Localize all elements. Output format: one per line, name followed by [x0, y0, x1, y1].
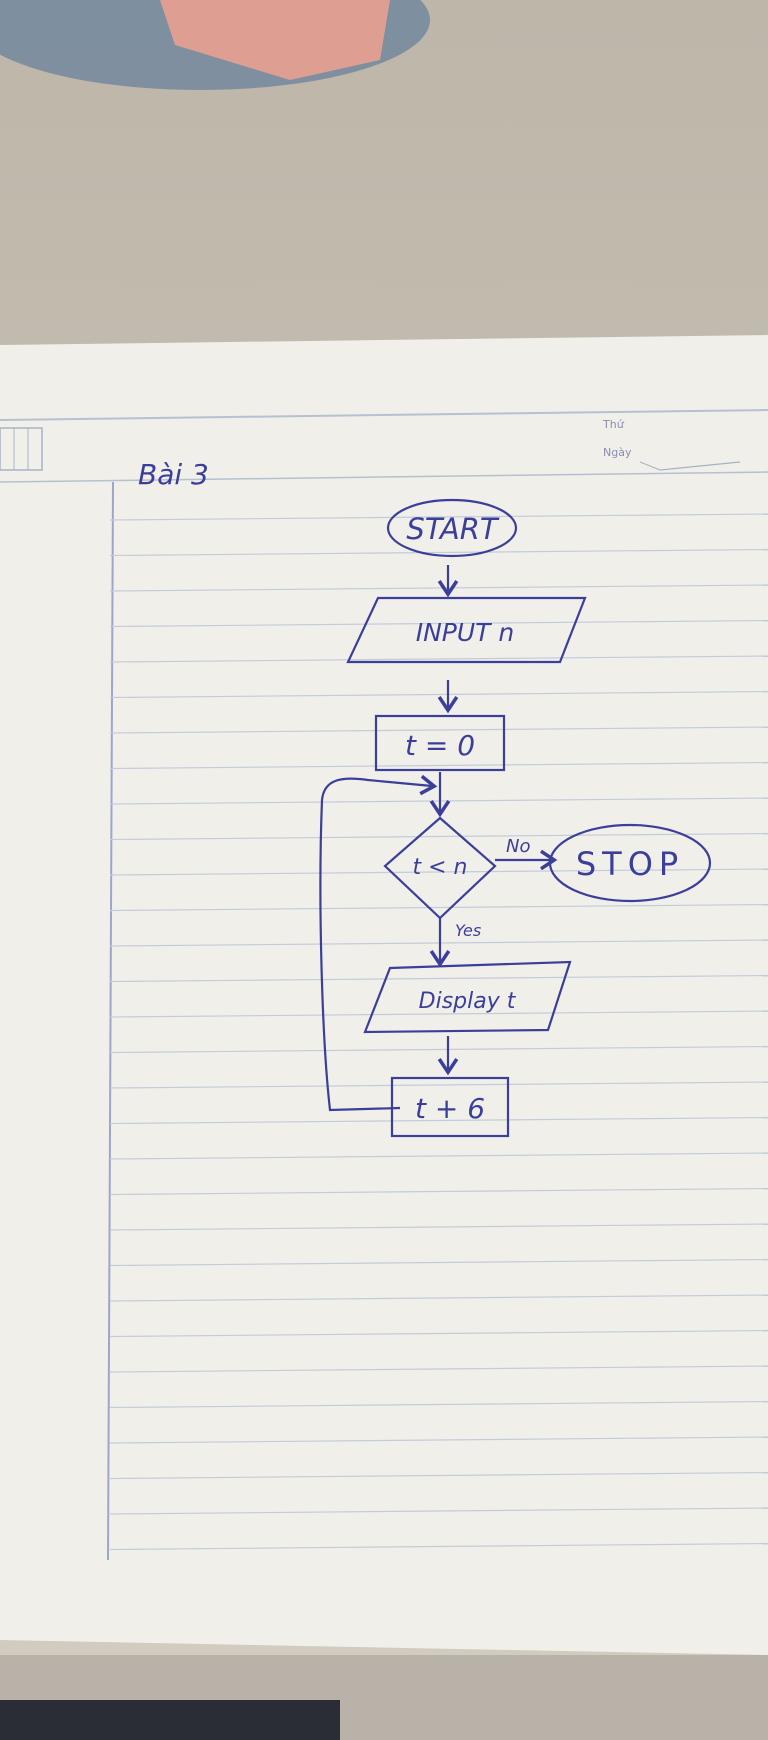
ruled-line [109, 655, 768, 663]
start-label: START [406, 512, 499, 546]
corner-label-thu: Thứ [602, 418, 625, 431]
ruled-line [109, 1258, 768, 1267]
increment-process [390, 1076, 510, 1138]
notebook-page [0, 335, 768, 1655]
ruled-line [109, 1436, 768, 1444]
init-label: t = 0 [405, 729, 475, 762]
ruled-line [109, 1081, 768, 1089]
input-label: INPUT n [416, 618, 515, 647]
ruled-line [109, 832, 768, 841]
stop-label: STOP [576, 845, 684, 883]
ruled-line [109, 1400, 768, 1409]
ruled-line [109, 974, 768, 983]
corner-label-ngay: Ngày [603, 446, 632, 459]
page-heading: Bài 3 [138, 458, 209, 491]
flowchart: START INPUT n t = 0 t < n No STOP Yes Di… [319, 498, 712, 1138]
ruled-line [109, 1223, 768, 1231]
ruled-lines [109, 513, 768, 1551]
display-label: Display t [419, 989, 517, 1014]
init-process [374, 714, 506, 772]
ruled-line [109, 1152, 768, 1160]
ruled-line [109, 513, 768, 521]
ruled-line [109, 548, 768, 557]
ruled-line [109, 619, 768, 628]
ruled-line [109, 903, 768, 912]
ruled-line [109, 1010, 768, 1018]
ruled-line [109, 1116, 768, 1125]
ruled-line [109, 1365, 768, 1373]
ruled-line [109, 1045, 768, 1054]
ruled-line [109, 1187, 768, 1196]
ruled-line [109, 1294, 768, 1302]
increment-label: t + 6 [415, 1092, 485, 1125]
corner-date-line [639, 461, 741, 471]
ruled-line [109, 690, 768, 699]
condition-label: t < n [413, 855, 468, 880]
no-label: No [506, 836, 530, 857]
ruled-line [109, 1471, 768, 1480]
yes-label: Yes [455, 921, 481, 940]
loop-back-arrow [319, 774, 438, 1112]
stop-terminal [548, 823, 712, 903]
display-parallelogram [363, 960, 572, 1034]
ruled-line [109, 868, 768, 876]
ruled-line [109, 1329, 768, 1338]
start-terminal [386, 498, 518, 558]
ruled-line [109, 761, 768, 770]
ruled-line [109, 726, 768, 734]
input-parallelogram [346, 596, 587, 664]
ruled-line [109, 1542, 768, 1551]
ruled-line [109, 1507, 768, 1515]
